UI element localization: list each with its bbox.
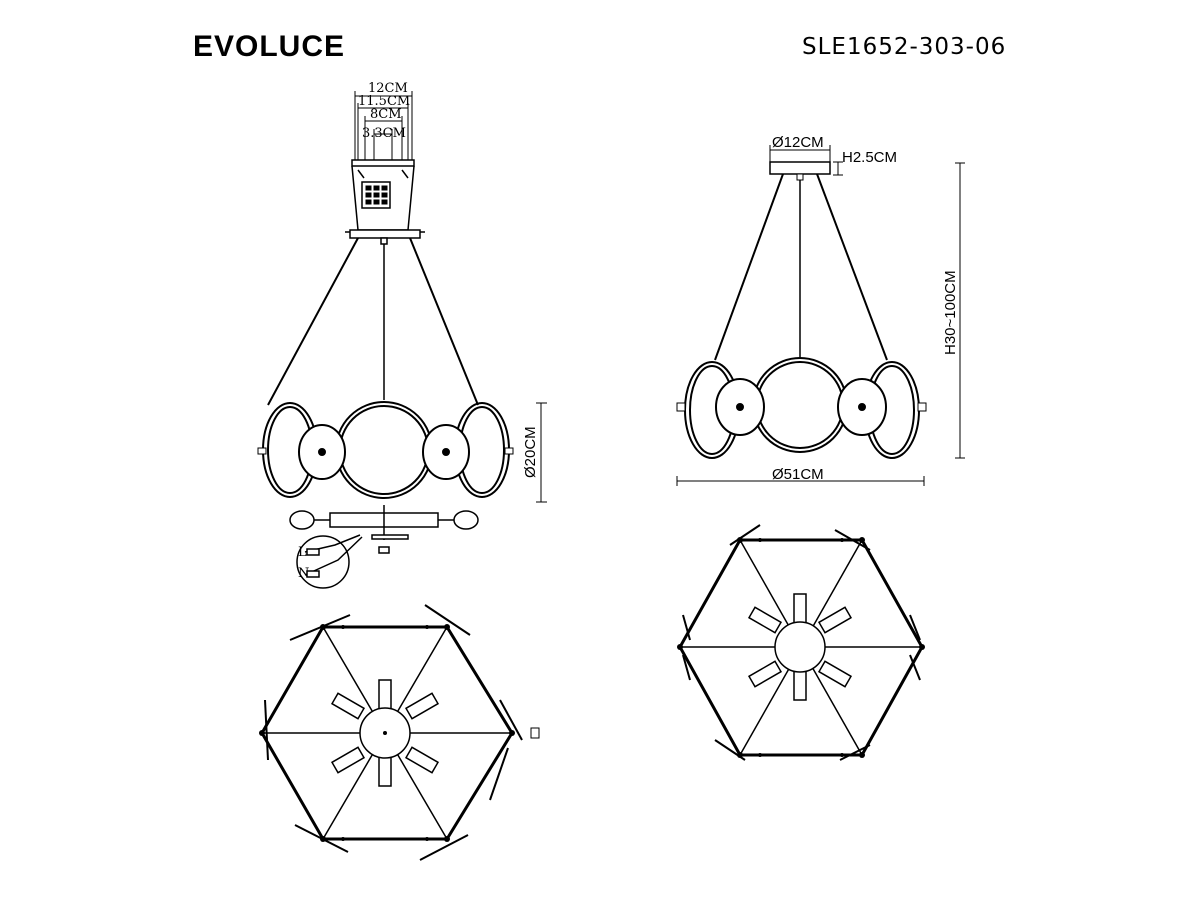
bulb-sockets xyxy=(289,505,479,554)
canopy-plate xyxy=(769,161,831,175)
dim-height-label: Ø20CM xyxy=(522,426,539,478)
dim-3-3cm: 3.3CM xyxy=(362,126,406,141)
left-side-view: 12CM 11.5CM 8CM 3.3CM xyxy=(257,81,547,589)
model-number: SLE1652-303-06 xyxy=(802,34,1007,60)
suspension-wires xyxy=(267,237,479,406)
diameter-label: Ø51CM xyxy=(772,466,824,483)
dim-11-5cm: 11.5CM xyxy=(358,94,410,109)
wire-n-label: N xyxy=(298,566,309,581)
height-dimension-right xyxy=(955,162,965,459)
canopy-diameter-label: Ø12CM xyxy=(772,134,824,151)
wiring-detail xyxy=(296,534,363,589)
disc-ring-assembly xyxy=(257,401,514,499)
dim-12cm: 12CM xyxy=(368,81,408,96)
diameter-dimension xyxy=(676,476,925,486)
left-bottom-view xyxy=(259,604,540,861)
disc-ring-assembly-right xyxy=(676,357,927,459)
suspension-wires-right xyxy=(714,173,888,361)
right-side-view: Ø12CM H2.5CM H30~100CM xyxy=(676,134,965,486)
wire-l-label: L xyxy=(298,545,307,560)
dim-8cm: 8CM xyxy=(370,107,402,122)
canopy-dimensions xyxy=(354,91,413,160)
canopy-dimensions-right xyxy=(769,145,843,176)
canopy-height-label: H2.5CM xyxy=(842,149,897,166)
total-height-label: H30~100CM xyxy=(942,270,959,355)
height-dimension xyxy=(536,402,547,503)
right-bottom-view xyxy=(677,524,925,761)
canopy-bracket xyxy=(345,159,425,245)
brand-logo: EVOLUCE xyxy=(193,30,346,63)
